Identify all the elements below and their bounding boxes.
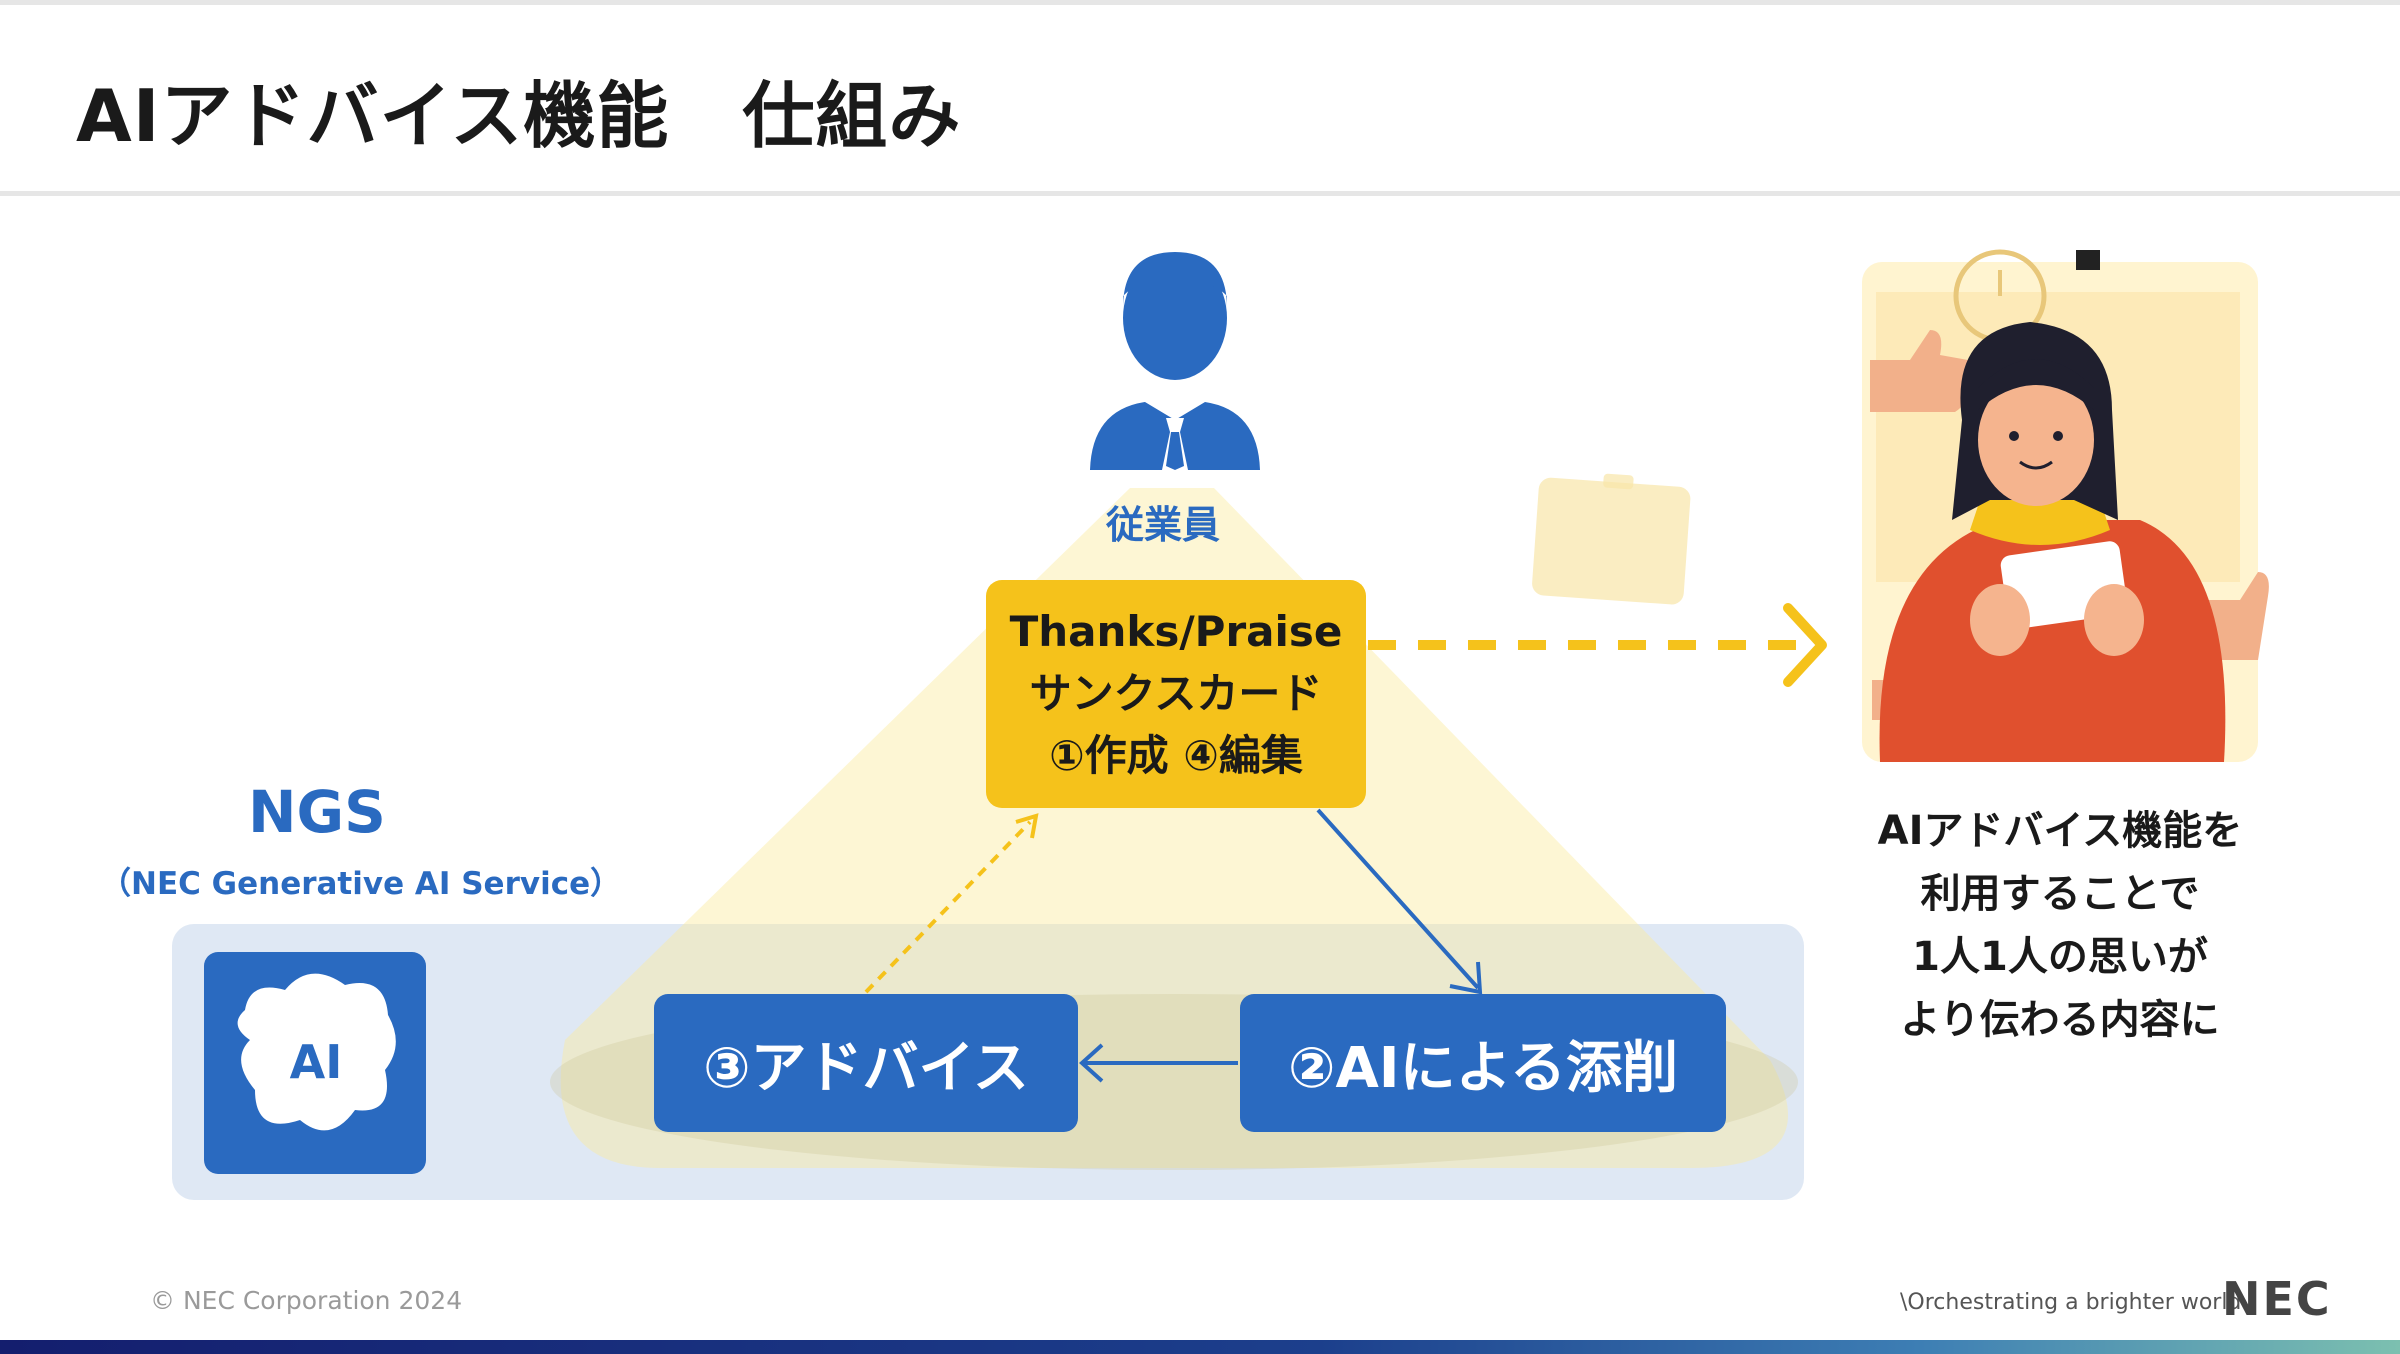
bottom-gradient-bar (0, 1340, 2400, 1354)
arrow-correction-to-advice (1079, 1043, 1238, 1083)
card-line-1: Thanks/Praise (1009, 607, 1343, 656)
footer-copyright: © NEC Corporation 2024 (150, 1286, 463, 1315)
nec-logo: NEC (2222, 1272, 2332, 1326)
ai-icon-text: AI (290, 1035, 343, 1089)
card-line-2: サンクスカード (1029, 669, 1323, 718)
ai-correction-step-box: ②AIによる添削 (1240, 994, 1726, 1132)
ngs-subtitle: （NEC Generative AI Service） (100, 866, 622, 902)
result-line-1: AIアドバイス機能を (1877, 808, 2243, 854)
page-title: AIアドバイス機能 仕組み (76, 74, 962, 158)
dotted-arrow-advice-to-card (864, 813, 1039, 994)
thanks-card-box: Thanks/Praise サンクスカード ①作成 ④編集 (986, 580, 1366, 808)
folder-icon (1532, 473, 1691, 605)
result-description: AIアドバイス機能を 利用することで 1人1人の思いが より伝わる内容に (1820, 800, 2300, 1052)
employee-label: 従業員 (1106, 503, 1221, 547)
footer-tagline: \Orchestrating a brighter world (1900, 1290, 2242, 1315)
arrow-card-to-correction (1316, 808, 1483, 995)
result-line-2: 利用することで (1920, 871, 2200, 917)
employee-person-icon (1090, 252, 1260, 470)
result-line-3: 1人1人の思いが (1912, 934, 2208, 980)
advice-step-box: ③アドバイス (654, 994, 1078, 1132)
woman-phone-illustration (1862, 249, 2269, 762)
result-line-4: より伝わる内容に (1900, 997, 2220, 1043)
dashed-arrow-to-result (1368, 603, 1827, 687)
card-line-3: ①作成 ④編集 (1049, 731, 1303, 780)
title-bar: AIアドバイス機能 仕組み (0, 0, 2400, 196)
ngs-title: NGS (248, 778, 386, 846)
ngs-ai-icon: AI (204, 952, 426, 1174)
